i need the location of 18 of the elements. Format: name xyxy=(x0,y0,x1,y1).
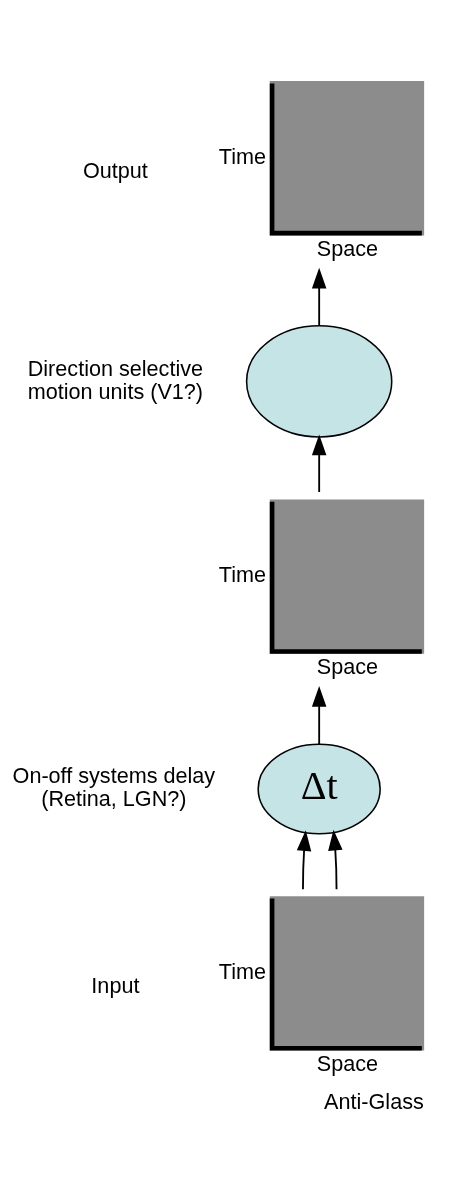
node-label: On-off systems delay (Retina, LGN?) xyxy=(12,763,216,812)
node-label: Space xyxy=(316,235,379,261)
arrow xyxy=(311,267,327,327)
label: Output xyxy=(82,157,148,183)
arrow xyxy=(311,434,327,493)
node-label: Space xyxy=(316,1050,379,1076)
node-ellipse: Δt xyxy=(257,743,381,835)
node-label: Space xyxy=(316,654,379,680)
node-ellipse xyxy=(245,325,393,438)
label: Input xyxy=(91,973,140,998)
node-label: Time xyxy=(218,144,267,170)
node-label: Direction selective motion units (V1?) xyxy=(27,355,204,404)
node-label: Time xyxy=(218,959,267,985)
arrow xyxy=(296,830,312,891)
node-label: Time xyxy=(218,562,267,588)
arrow xyxy=(311,686,327,745)
caption: Anti-Glass xyxy=(324,1088,424,1114)
arrow xyxy=(328,829,343,891)
